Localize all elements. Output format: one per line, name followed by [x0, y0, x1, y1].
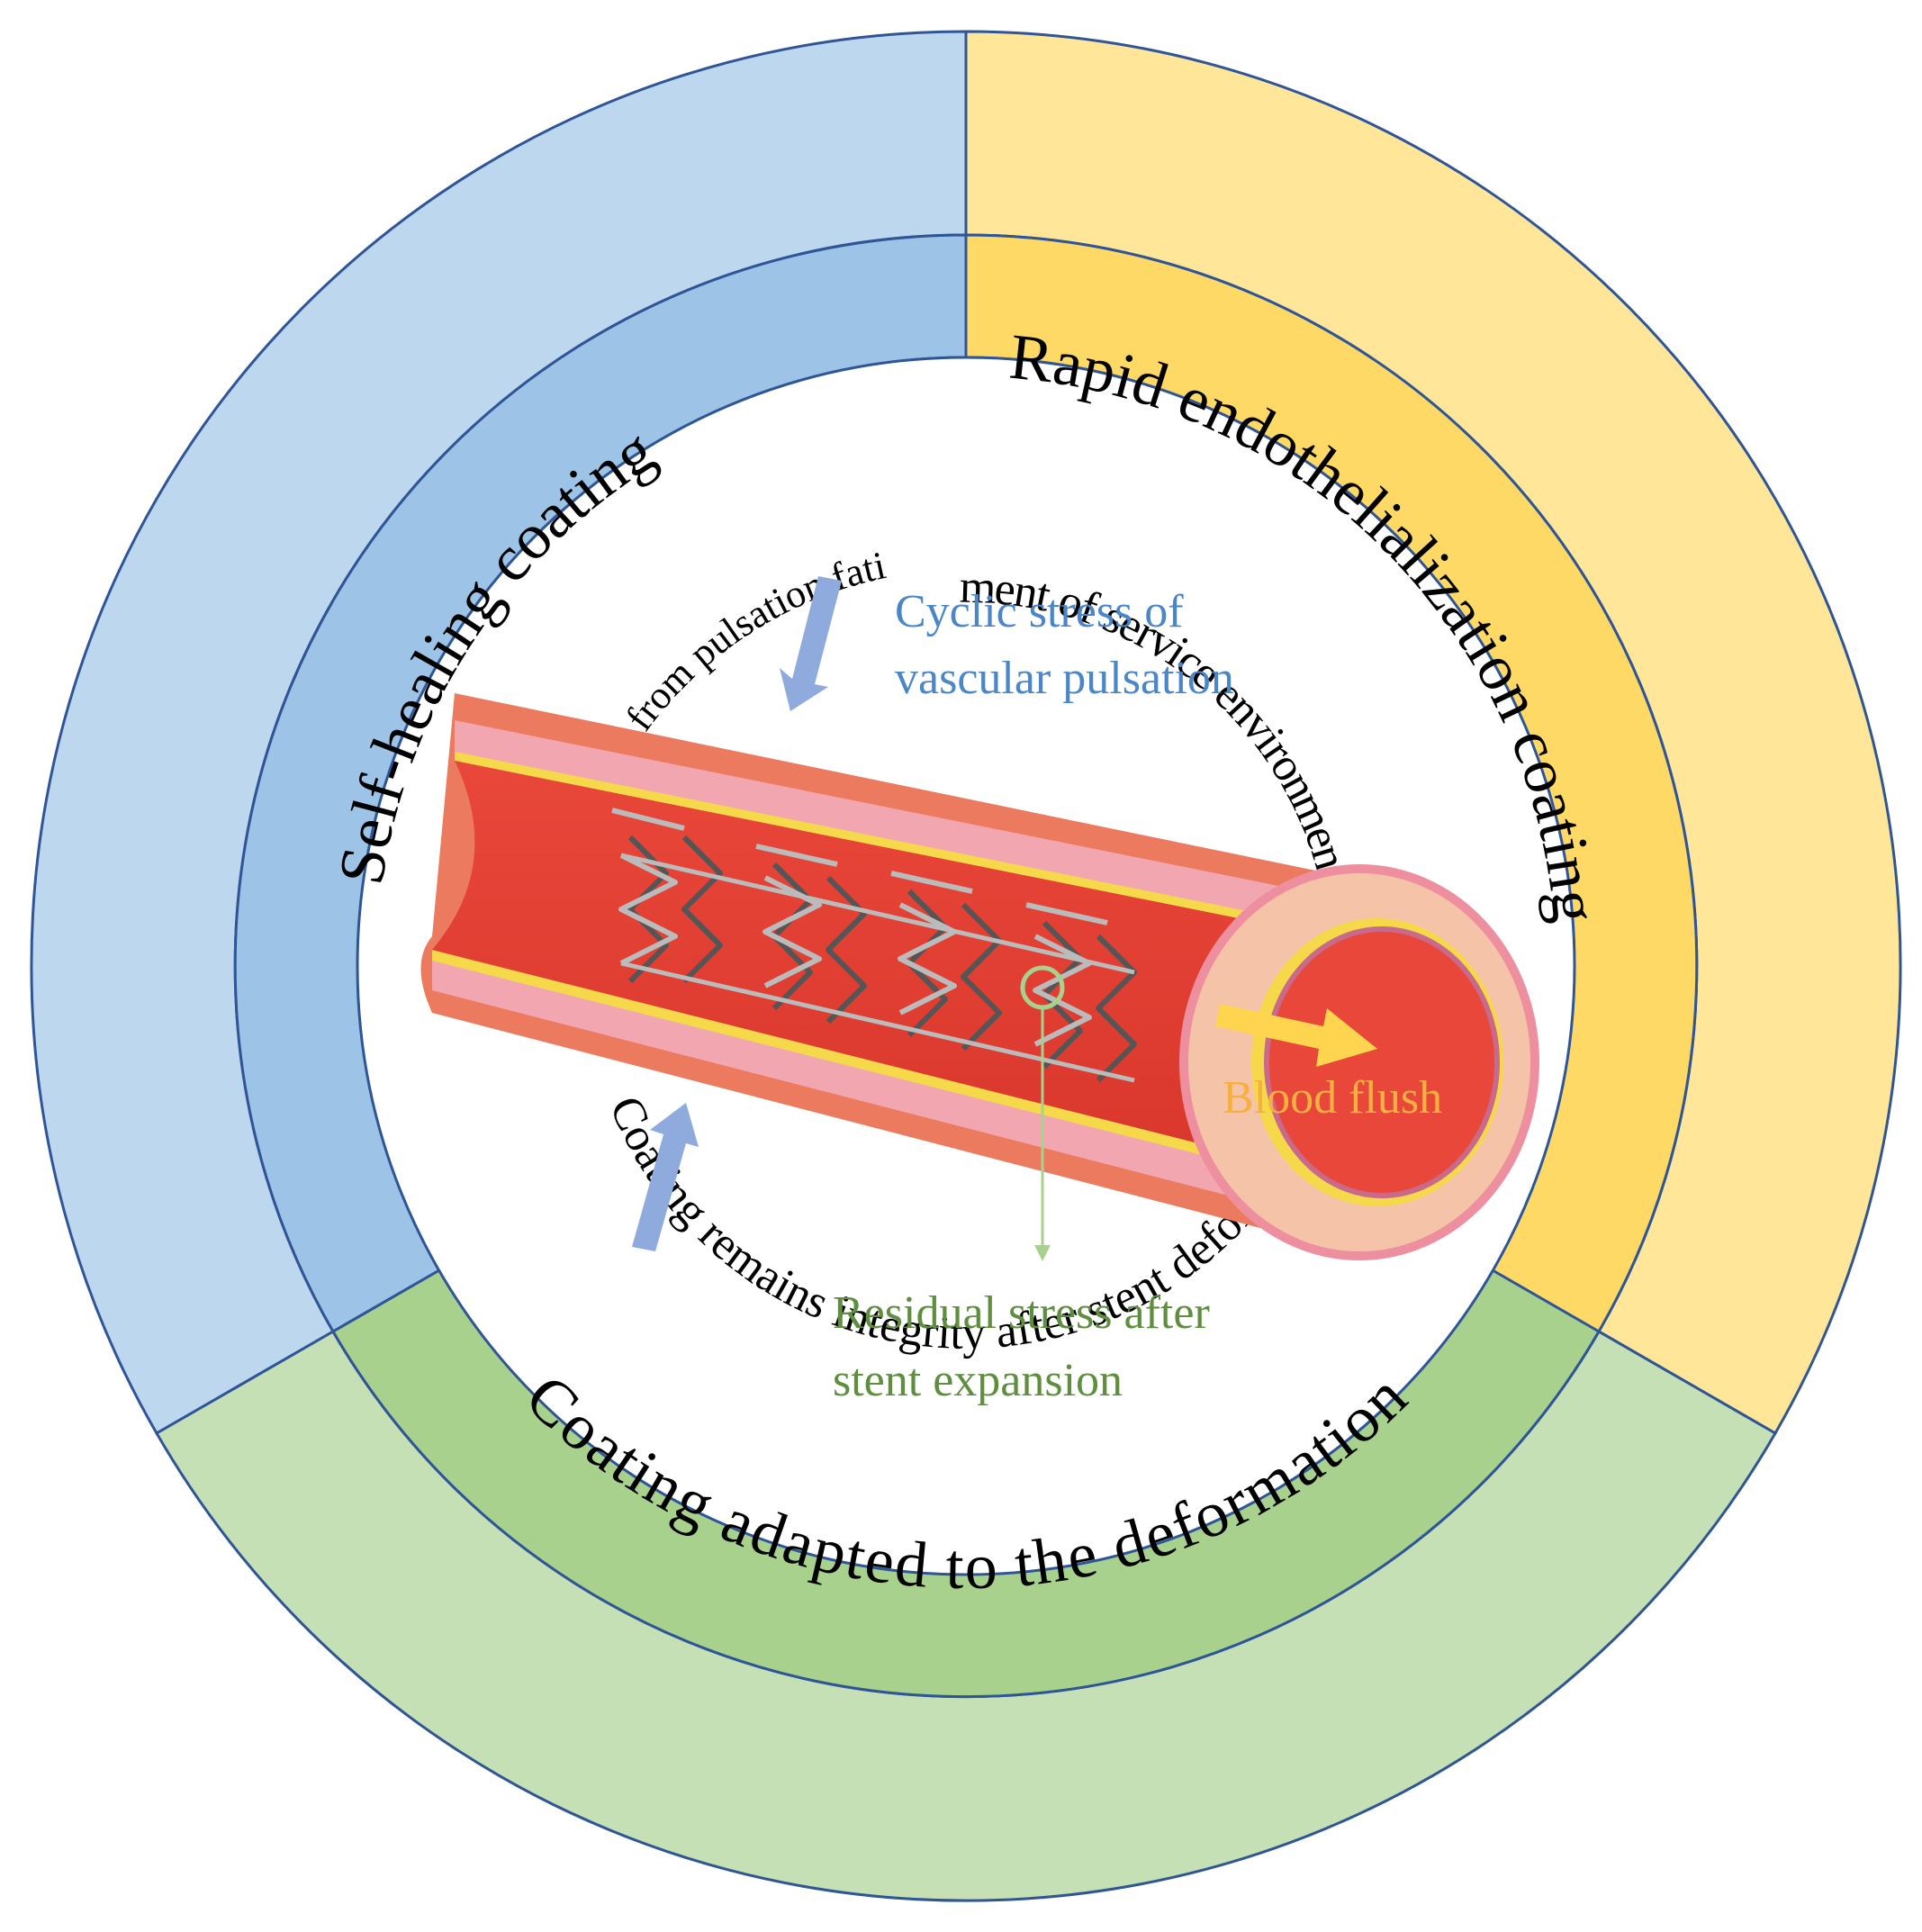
blood-flush-label: Blood flush — [1223, 1072, 1442, 1124]
stent-mesh — [611, 808, 1137, 1083]
vessel-top-pink-layer — [455, 720, 1305, 927]
vessel-top-intima — [455, 752, 1305, 932]
cyclic-stress-label: Cyclic stress of vascular pulsation — [895, 586, 1234, 704]
cyclic-stress-arrow-top — [780, 576, 842, 711]
cyclic-stress-arrow-bottom — [632, 1103, 699, 1251]
blood-vessel-illustration — [420, 693, 1539, 1261]
blood-flow-arrow — [1215, 1004, 1377, 1067]
residual-stress-label: Residual stress after stent expansion — [833, 1287, 1222, 1406]
vessel-bottom-intima — [432, 950, 1305, 1181]
vessel-end-lumen — [1264, 926, 1500, 1198]
vessel-bottom-pink-layer — [432, 954, 1305, 1215]
